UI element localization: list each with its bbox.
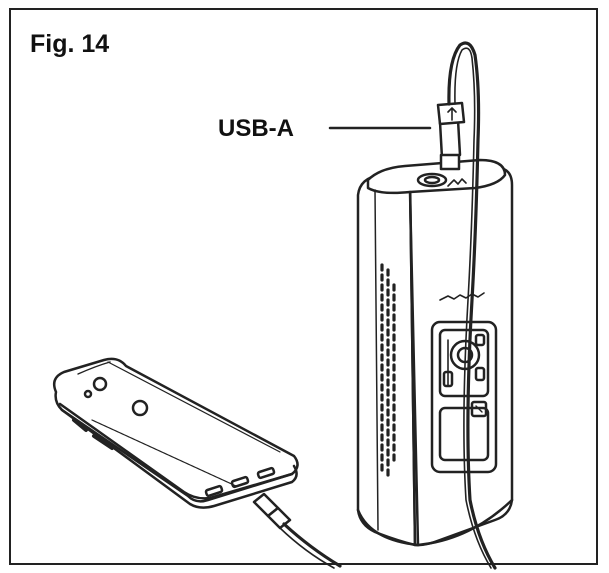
phone-cable (282, 522, 342, 568)
usb-cable (447, 41, 497, 570)
power-bank (356, 158, 514, 547)
fingerprint-sensor-icon (131, 399, 149, 417)
top-port (416, 172, 448, 188)
micro-usb-connector (252, 492, 342, 569)
usb-a-connector (436, 41, 497, 570)
usb-a-callout-label: USB-A (218, 115, 294, 142)
camera-icon (92, 376, 108, 392)
smartphone (53, 357, 299, 509)
figure-label: Fig. 14 (30, 30, 110, 58)
vent-grill (380, 263, 396, 477)
